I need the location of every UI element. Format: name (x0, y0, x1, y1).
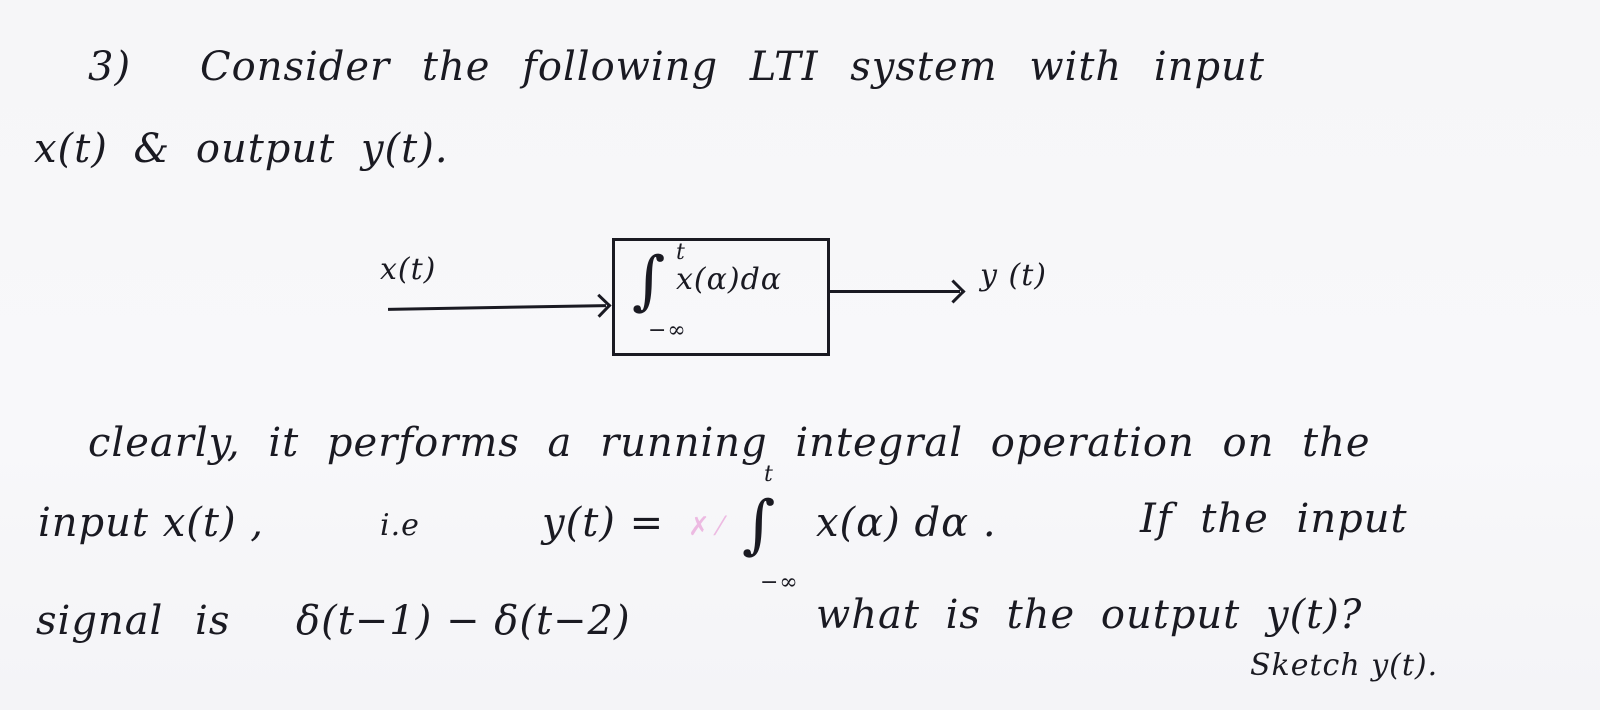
block-integral-sign: ∫ (632, 244, 666, 318)
pink-stray-mark: ✗ ⁄ (688, 512, 723, 542)
explanation-line-5-suffix: what is the output y(t)? (816, 592, 1363, 638)
integrator-block (612, 238, 830, 356)
explanation-line-5-prefix: signal is (36, 598, 231, 644)
equation-integral-sign: ∫ (742, 488, 776, 562)
explanation-line-4-prefix: input x(t) , (38, 500, 264, 546)
problem-number: 3) (88, 44, 132, 90)
sketch-instruction: Sketch y(t). (1250, 648, 1439, 683)
problem-line-2: x(t) & output y(t). (34, 126, 449, 172)
input-signal-expression: δ(t−1) − δ(t−2) (296, 598, 631, 644)
block-lower-limit: −∞ (648, 318, 687, 343)
equation-integrand: x(α) dα . (816, 500, 997, 546)
explanation-line-4-suffix: If the input (1140, 496, 1408, 542)
block-integrand: x(α)dα (676, 262, 783, 297)
explanation-line-3: clearly, it performs a running integral … (88, 420, 1371, 466)
equation-upper-limit: t (764, 462, 774, 487)
diagram-input-label: x(t) (380, 252, 437, 287)
equation-lower-limit: −∞ (760, 570, 799, 595)
block-upper-limit: t (676, 240, 686, 265)
ie-label: i.e (380, 508, 420, 543)
equation-lhs: y(t) = (542, 500, 665, 546)
diagram-output-label: y (t) (980, 258, 1047, 293)
input-arrow-icon (387, 304, 607, 311)
output-arrow-icon (830, 290, 960, 293)
problem-line-1: Consider the following LTI system with i… (200, 44, 1265, 90)
